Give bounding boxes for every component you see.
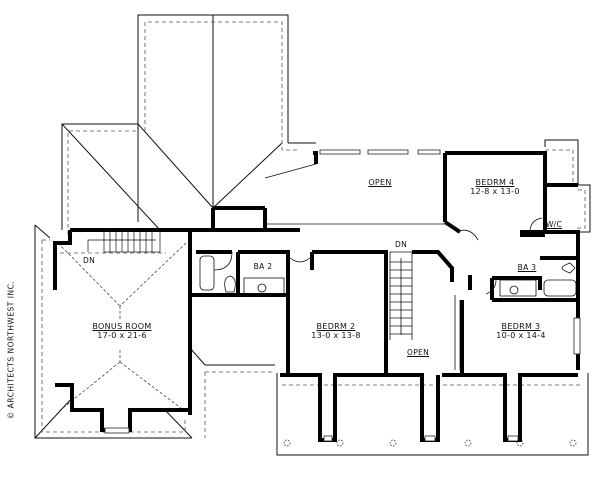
room-dims: 10-0 x 14-4 xyxy=(496,331,546,340)
room-dims: 17-0 x 21-6 xyxy=(97,331,147,340)
room-name: BONUS ROOM xyxy=(92,322,152,331)
room-label-bedrm4: BEDRM 4 12-8 x 13-0 xyxy=(462,178,528,196)
copyright-credit: © ARCHITECTS NORTHWEST INC. xyxy=(2,250,20,450)
room-name: OPEN xyxy=(368,178,392,187)
porch-columns xyxy=(283,439,577,447)
credit-text: © ARCHITECTS NORTHWEST INC. xyxy=(6,280,16,420)
eave-dashes xyxy=(41,21,586,438)
fixtures xyxy=(199,217,577,297)
stair-main xyxy=(390,261,412,335)
room-name: BEDRM 2 xyxy=(316,322,356,331)
walls xyxy=(53,151,580,442)
room-dims: 12-8 x 13-0 xyxy=(470,187,520,196)
room-name: BA 2 xyxy=(253,262,273,271)
room-name: BA 3 xyxy=(517,263,537,272)
room-label-open-top: OPEN xyxy=(358,178,402,187)
room-name: BEDRM 4 xyxy=(475,178,515,187)
stair-label-main-dn: DN xyxy=(392,240,410,249)
windows xyxy=(104,149,581,442)
room-name: OPEN xyxy=(407,348,429,357)
stair-label-bonus-dn: DN xyxy=(80,256,98,265)
room-name: W/C xyxy=(545,220,563,229)
room-label-bonus: BONUS ROOM 17-0 x 21-6 xyxy=(84,322,160,340)
stair-bonus xyxy=(87,229,161,253)
room-name: BEDRM 3 xyxy=(501,322,541,331)
room-dims: 13-0 x 13-8 xyxy=(311,331,361,340)
room-label-wic: W/C xyxy=(544,220,564,229)
roof-lines xyxy=(34,14,591,456)
dn-text: DN xyxy=(83,256,95,265)
dn-text: DN xyxy=(395,240,407,249)
room-label-ba2: BA 2 xyxy=(248,262,278,271)
room-label-bedrm2: BEDRM 2 13-0 x 13-8 xyxy=(305,322,367,340)
room-label-ba3: BA 3 xyxy=(512,263,542,272)
vault-lines xyxy=(57,242,187,413)
room-label-open-stair: OPEN xyxy=(402,348,434,357)
thin-lines xyxy=(264,163,461,370)
room-label-bedrm3: BEDRM 3 10-0 x 14-4 xyxy=(490,322,552,340)
